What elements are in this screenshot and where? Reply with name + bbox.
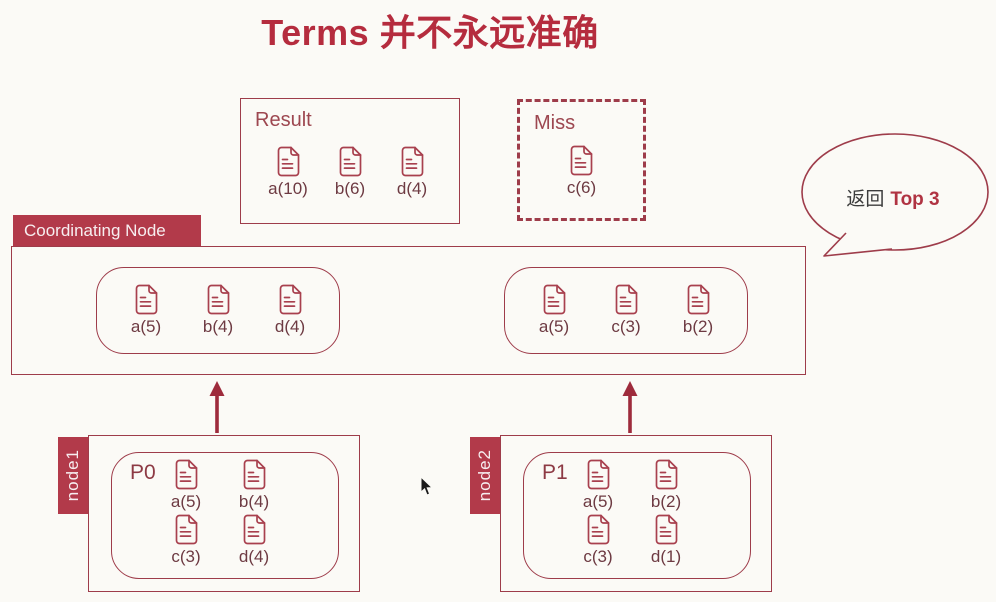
doc-count-label: a(5)	[582, 492, 614, 511]
node2-shard-label: P1	[542, 461, 568, 484]
document-icon	[207, 284, 229, 315]
miss-box-label: Miss	[534, 112, 576, 134]
doc-count-label: c(3)	[611, 317, 641, 336]
node1-doc-d: d(4)	[227, 514, 281, 567]
miss-doc-row: c(6)	[520, 145, 643, 198]
doc-count-label: c(3)	[583, 547, 613, 566]
result-doc-a: a(10)	[261, 146, 315, 199]
coordinating-group-2: a(5) c(3) b(2)	[504, 267, 748, 354]
group2-doc-b: b(2)	[671, 284, 725, 337]
doc-count-label: a(5)	[130, 317, 162, 336]
result-box: Result a(10) b(6) d(4)	[240, 98, 460, 224]
group1-doc-a: a(5)	[119, 284, 173, 337]
document-icon	[135, 284, 157, 315]
speech-bubble-outline	[801, 133, 989, 257]
group1-doc-b: b(4)	[191, 284, 245, 337]
group2-doc-c: c(3)	[599, 284, 653, 337]
doc-count-label: b(6)	[334, 179, 366, 198]
group1-doc-d: d(4)	[263, 284, 317, 337]
node2-tab: node2	[470, 437, 500, 514]
document-icon	[655, 514, 677, 545]
node1-doc-b: b(4)	[227, 459, 281, 512]
node2-doc-b: b(2)	[639, 459, 693, 512]
group2-doc-a: a(5)	[527, 284, 581, 337]
node1-doc-grid: a(5) b(4) c(3) d(4)	[158, 459, 282, 567]
document-icon	[243, 514, 265, 545]
result-box-label: Result	[255, 109, 312, 131]
mouse-cursor-icon	[420, 477, 434, 496]
document-icon	[175, 459, 197, 490]
doc-count-label: b(4)	[238, 492, 270, 511]
doc-count-label: a(5)	[170, 492, 202, 511]
node2-box: P1 a(5) b(2) c(3) d(1)	[500, 435, 772, 592]
node1-label: node1	[63, 449, 82, 502]
document-icon	[570, 145, 593, 176]
bubble-text-prefix: 返回	[846, 189, 885, 210]
doc-count-label: b(2)	[650, 492, 682, 511]
node2-label: node2	[475, 449, 494, 502]
coordinating-node-tab: Coordinating Node	[13, 215, 201, 246]
document-icon	[655, 459, 677, 490]
node1-doc-a: a(5)	[159, 459, 213, 512]
group-2-doc-row: a(5) c(3) b(2)	[527, 284, 725, 337]
doc-count-label: a(5)	[538, 317, 570, 336]
doc-count-label: c(6)	[566, 178, 597, 197]
doc-count-label: d(4)	[238, 547, 270, 566]
node1-tab: node1	[58, 437, 88, 514]
node1-shard-label: P0	[130, 461, 156, 484]
coordinating-node-box: a(5) b(4) d(4) a(5)	[11, 246, 806, 375]
miss-doc-c: c(6)	[555, 145, 609, 198]
node2-doc-d: d(1)	[639, 514, 693, 567]
document-icon	[279, 284, 301, 315]
document-icon	[243, 459, 265, 490]
doc-count-label: d(4)	[396, 179, 428, 198]
result-doc-b: b(6)	[323, 146, 377, 199]
arrow-up-node2	[622, 381, 638, 433]
document-icon	[277, 146, 299, 177]
miss-box: Miss c(6)	[517, 99, 646, 221]
document-icon	[687, 284, 709, 315]
doc-count-label: d(1)	[650, 547, 682, 566]
group-1-doc-row: a(5) b(4) d(4)	[119, 284, 317, 337]
coordinating-node-label: Coordinating Node	[24, 220, 166, 240]
result-doc-d: d(4)	[385, 146, 439, 199]
node1-shard-rect: P0 a(5) b(4) c(3) d(4)	[111, 452, 339, 579]
doc-count-label: a(10)	[268, 179, 308, 198]
node1-doc-c: c(3)	[159, 514, 213, 567]
document-icon	[401, 146, 423, 177]
document-icon	[339, 146, 361, 177]
node2-shard-rect: P1 a(5) b(2) c(3) d(1)	[523, 452, 751, 579]
doc-count-label: d(4)	[274, 317, 306, 336]
slide-title: Terms 并不永远准确	[261, 12, 599, 53]
document-icon	[587, 459, 609, 490]
node2-doc-a: a(5)	[571, 459, 625, 512]
node2-doc-grid: a(5) b(2) c(3) d(1)	[570, 459, 694, 567]
document-icon	[543, 284, 565, 315]
document-icon	[175, 514, 197, 545]
bubble-text-highlight: Top 3	[890, 189, 940, 210]
result-doc-row: a(10) b(6) d(4)	[241, 146, 459, 199]
node1-box: P0 a(5) b(4) c(3) d(4)	[88, 435, 360, 592]
doc-count-label: c(3)	[171, 547, 201, 566]
doc-count-label: b(2)	[682, 317, 714, 336]
document-icon	[615, 284, 637, 315]
node2-doc-c: c(3)	[571, 514, 625, 567]
document-icon	[587, 514, 609, 545]
coordinating-group-1: a(5) b(4) d(4)	[96, 267, 340, 354]
doc-count-label: b(4)	[202, 317, 234, 336]
arrow-up-node1	[209, 381, 225, 433]
